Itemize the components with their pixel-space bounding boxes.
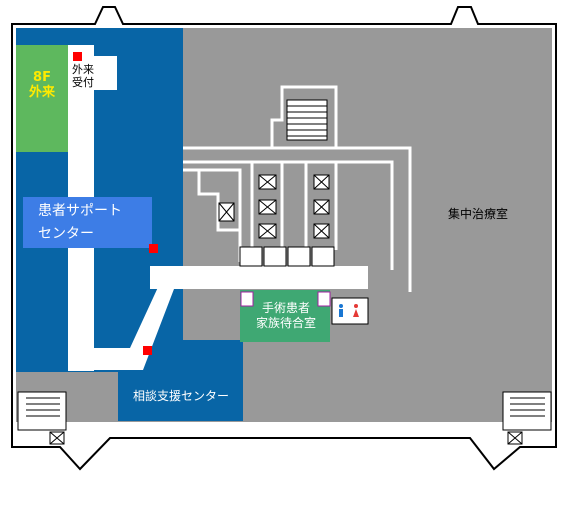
stairs-icon: [286, 99, 328, 141]
restroom-icon: [331, 297, 369, 325]
floor-badge: 8F 外来: [16, 70, 68, 100]
patient-support-label: 患者サポート センター: [38, 203, 122, 242]
stairs-icon: [17, 391, 552, 431]
patient-support-box: [23, 197, 152, 248]
family-waiting-bg: [240, 290, 330, 342]
floor-badge-bg: [16, 45, 68, 152]
location-marker-icon: [73, 52, 158, 355]
intensive-care-label: 集中治療室: [448, 207, 509, 221]
elevator-icon: [49, 431, 523, 445]
floor-badge-number: 8F: [33, 70, 51, 85]
service-rooms: [239, 246, 335, 267]
floor-badge-label: 外来: [28, 85, 55, 100]
core-walls: [183, 85, 412, 292]
family-waiting-label: 手術患者 家族待合室: [255, 301, 316, 330]
phone-icon: [240, 291, 331, 307]
consultation-center-label: 相談支援センター: [133, 389, 230, 403]
elevator-icon: [218, 174, 330, 239]
reception-label: 外来 受付: [72, 63, 94, 89]
